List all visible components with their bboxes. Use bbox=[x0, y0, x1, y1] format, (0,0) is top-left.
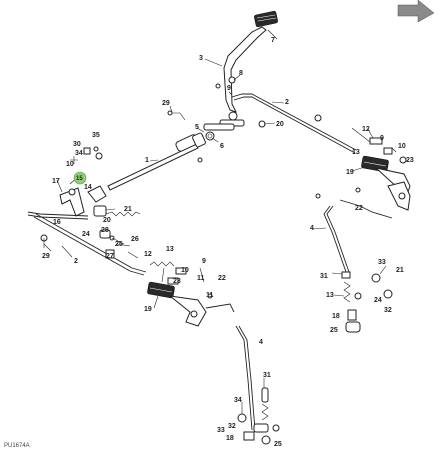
callout-21-right: 21 bbox=[396, 267, 404, 274]
callout-8: 8 bbox=[239, 70, 243, 77]
callout-10: 10 bbox=[66, 161, 74, 168]
callout-11b: 11 bbox=[206, 292, 214, 299]
callout-2-lower: 2 bbox=[74, 258, 78, 265]
callout-29: 29 bbox=[162, 100, 170, 107]
callout-18: 18 bbox=[226, 435, 234, 442]
callout-20: 20 bbox=[276, 121, 284, 128]
callout-18-right: 18 bbox=[332, 313, 340, 320]
callout-34-lower: 34 bbox=[234, 397, 242, 404]
callout-9-right: 9 bbox=[380, 135, 384, 142]
right-spring-stack bbox=[341, 271, 393, 333]
callout-33: 33 bbox=[217, 427, 225, 434]
callout-1: 1 bbox=[145, 157, 149, 164]
leader-lines bbox=[43, 29, 387, 414]
callout-5: 5 bbox=[195, 124, 199, 131]
callout-13-lower-right: 13 bbox=[326, 292, 334, 299]
rod-lower-left bbox=[33, 213, 147, 276]
lower-left-pedal bbox=[147, 261, 235, 327]
callout-25: 25 bbox=[115, 241, 123, 248]
figure-id-code: PU1674A bbox=[4, 443, 30, 449]
callout-7: 7 bbox=[271, 37, 275, 44]
callout-33-right: 33 bbox=[378, 259, 386, 266]
highlight-callout-marker bbox=[73, 171, 87, 185]
misc-fasteners bbox=[197, 76, 361, 199]
callout-2: 2 bbox=[285, 99, 289, 106]
callout-21: 21 bbox=[124, 206, 132, 213]
callout-22-right: 22 bbox=[355, 205, 363, 212]
rod-upper-right bbox=[231, 93, 357, 154]
rod-lower-center bbox=[235, 325, 256, 431]
callout-25-right: 25 bbox=[330, 327, 338, 334]
callout-24-right: 24 bbox=[374, 297, 382, 304]
lower-spring-stack bbox=[237, 387, 280, 445]
callout-34: 34 bbox=[75, 150, 83, 157]
callout-9: 9 bbox=[227, 85, 231, 92]
callout-32: 32 bbox=[228, 423, 236, 430]
center-small-parts bbox=[99, 229, 139, 259]
callout-10-right: 10 bbox=[398, 143, 406, 150]
callout-31: 31 bbox=[263, 372, 271, 379]
callout-32-right: 32 bbox=[384, 307, 392, 314]
callout-4-right: 4 bbox=[310, 225, 314, 232]
callout-23-right: 23 bbox=[406, 157, 414, 164]
callout-13: 13 bbox=[166, 246, 174, 253]
callout-19-right: 19 bbox=[346, 169, 354, 176]
callout-25-lower: 25 bbox=[274, 441, 282, 448]
left-crank-linkage bbox=[27, 185, 141, 248]
callout-22: 22 bbox=[218, 275, 226, 282]
callout-26: 26 bbox=[131, 236, 139, 243]
callout-24: 24 bbox=[82, 231, 90, 238]
callout-23: 23 bbox=[173, 278, 181, 285]
callout-13-right: 13 bbox=[352, 149, 360, 156]
callout-30: 30 bbox=[73, 141, 81, 148]
callout-6: 6 bbox=[220, 143, 224, 150]
callout-17: 17 bbox=[52, 178, 60, 185]
callout-28: 28 bbox=[101, 227, 109, 234]
callout-27: 27 bbox=[106, 253, 114, 260]
callout-11: 11 bbox=[197, 275, 205, 282]
callout-10-lower: 10 bbox=[181, 267, 189, 274]
callout-29-lower: 29 bbox=[42, 253, 50, 260]
callout-31-right: 31 bbox=[320, 273, 328, 280]
callout-14: 14 bbox=[84, 184, 92, 191]
upper-left-hardware bbox=[70, 110, 186, 164]
callout-35: 35 bbox=[92, 132, 100, 139]
callout-19: 19 bbox=[144, 306, 152, 313]
callout-16: 16 bbox=[53, 219, 61, 226]
callout-15: 15 bbox=[76, 176, 83, 182]
callout-3: 3 bbox=[199, 55, 203, 62]
callout-9-lower: 9 bbox=[202, 258, 206, 265]
pedal-assembly bbox=[203, 10, 278, 131]
callout-4: 4 bbox=[259, 339, 263, 346]
callout-20-lower: 20 bbox=[103, 217, 111, 224]
callout-12: 12 bbox=[144, 251, 152, 258]
callout-12-right: 12 bbox=[362, 126, 370, 133]
rod-right-vertical bbox=[323, 205, 350, 273]
orientation-arrow-icon bbox=[397, 0, 435, 23]
callout-labels: 7 3 8 9 2 29 5 20 6 35 30 34 10 15 17 14… bbox=[42, 37, 414, 448]
right-pedal-assembly bbox=[339, 137, 411, 219]
